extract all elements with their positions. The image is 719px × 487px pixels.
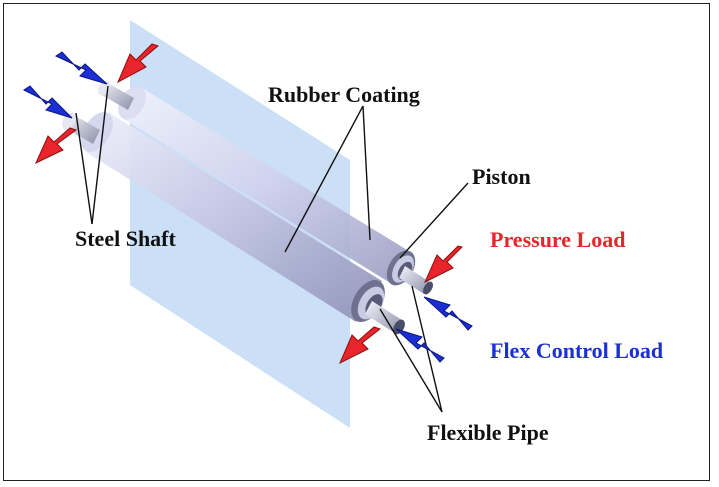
flexible-pipe-label: Flexible Pipe [427, 420, 549, 445]
leader-steel-2 [91, 85, 109, 225]
pressure-arrow-left [34, 127, 78, 165]
steel-shaft-label: Steel Shaft [75, 226, 176, 251]
pressure-arrow-right-bottom [339, 326, 382, 365]
pressure-arrow-top-left [116, 43, 160, 84]
flex-arrow-right-bottom [395, 328, 445, 363]
leader-rubber-2 [362, 105, 371, 241]
flex-arrow-top-left [54, 51, 108, 85]
leader-steel-1 [75, 112, 93, 225]
leader-pipe-1 [379, 308, 443, 413]
flex-arrows [23, 51, 473, 363]
pressure-arrow-right-top [423, 245, 463, 284]
leader-piston [399, 182, 469, 259]
flex-arrow-right-top [423, 296, 473, 331]
front-roller [62, 111, 405, 335]
pressure-arrows [34, 43, 463, 365]
piston-label: Piston [472, 164, 531, 189]
rubber-coating-label: Rubber Coating [268, 82, 420, 107]
figure-border [3, 3, 710, 481]
pressure-load-label: Pressure Load [490, 227, 626, 252]
flex-control-load-label: Flex Control Load [490, 338, 664, 363]
flex-arrow-left [23, 85, 73, 119]
back-roller [98, 80, 433, 295]
leader-rubber-1 [284, 105, 364, 253]
